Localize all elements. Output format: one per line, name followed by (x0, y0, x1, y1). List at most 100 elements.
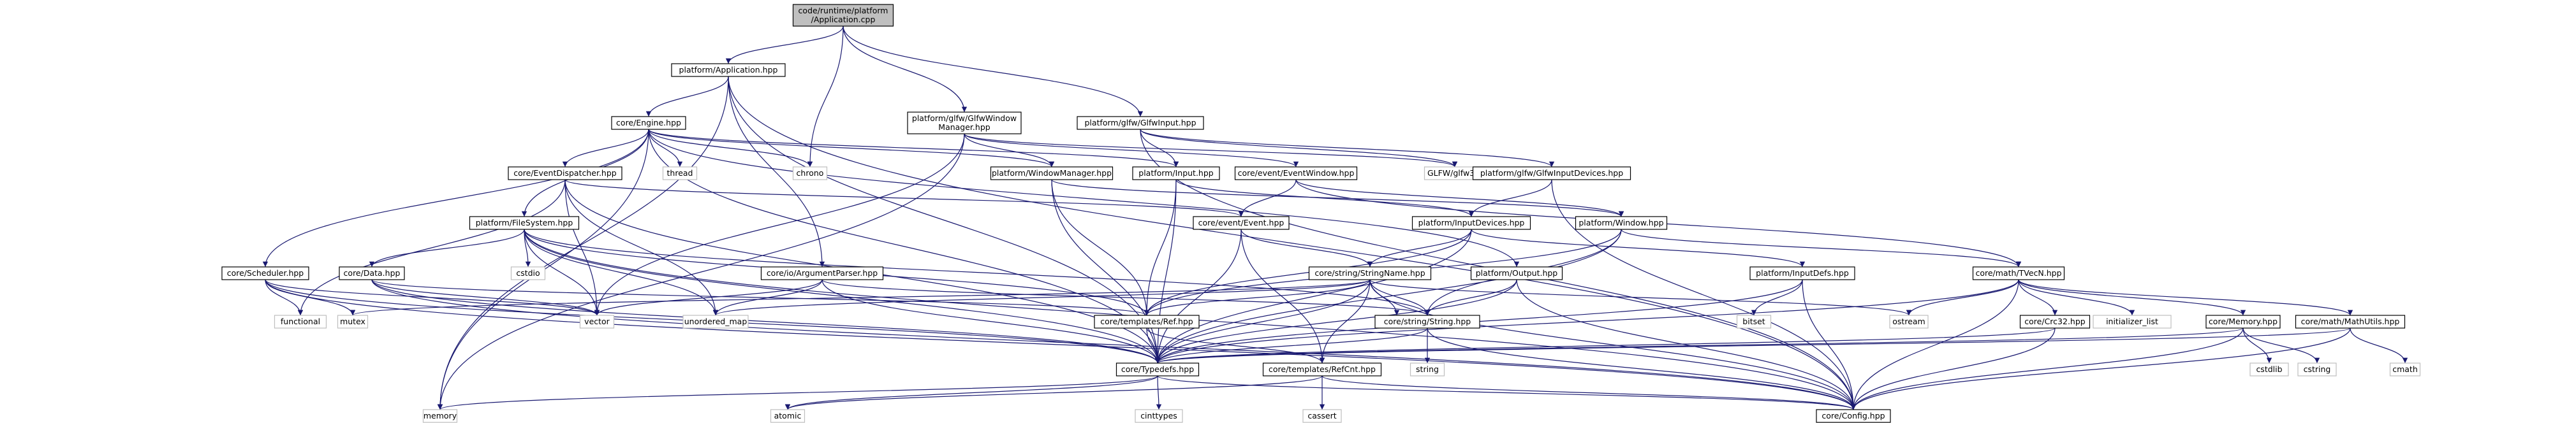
node-label: core/Config.hpp (1822, 411, 1885, 420)
node-label: platform/glfw/GlfwWindow (912, 113, 1017, 123)
edge-typedefs-to-cinttypes (1156, 375, 1162, 410)
node-mathutils[interactable]: core/math/MathUtils.hpp (2295, 315, 2406, 329)
node-event[interactable]: core/event/Event.hpp (1193, 216, 1290, 230)
node-box (508, 166, 622, 180)
edge-engine-to-event-disp (562, 129, 649, 168)
edge-stringname-to-ostream (1369, 279, 1911, 316)
edge-glfw-input-dev-to-config (1551, 179, 1857, 410)
node-argparser[interactable]: core/io/ArgumentParser.hpp (760, 266, 884, 280)
node-cstdlib: cstdlib (2249, 362, 2289, 376)
node-label: core/Scheduler.hpp (227, 268, 304, 278)
edge-wm-to-window (1051, 179, 1624, 217)
edge-root-to-app-hpp (725, 25, 844, 64)
node-refcnt[interactable]: core/templates/RefCnt.hpp (1262, 362, 1382, 376)
node-fs[interactable]: platform/FileSystem.hpp (469, 216, 580, 230)
node-label: platform/FileSystem.hpp (476, 218, 573, 227)
node-window[interactable]: platform/Window.hpp (1575, 216, 1668, 230)
node-memory-hpp[interactable]: core/Memory.hpp (2205, 315, 2281, 329)
node-box (2297, 362, 2337, 376)
edge-engine-to-scheduler (262, 129, 649, 268)
node-data[interactable]: core/Data.hpp (339, 266, 405, 280)
node-box (1816, 409, 1891, 423)
edge-scheduler-to-config (265, 279, 1856, 410)
node-output[interactable]: platform/Output.hpp (1470, 266, 1563, 280)
node-string: string (1409, 362, 1445, 376)
node-wm[interactable]: platform/WindowManager.hpp (990, 166, 1114, 180)
edge-app-hpp-to-typedefs (728, 76, 1161, 364)
edge-data-to-vector (371, 279, 600, 316)
node-ref[interactable]: core/templates/Ref.hpp (1094, 315, 1200, 329)
node-crc32[interactable]: core/Crc32.hpp (2019, 315, 2091, 329)
node-typedefs[interactable]: core/Typedefs.hpp (1115, 362, 1200, 376)
edge-typedefs-to-atomic (784, 375, 1158, 410)
edge-data-to-ref (371, 279, 1149, 316)
node-label: core/Memory.hpp (2209, 317, 2278, 326)
node-glfw-input-dev[interactable]: platform/glfw/GlfwInputDevices.hpp (1472, 166, 1631, 180)
node-label: platform/glfw/GlfwInputDevices.hpp (1480, 168, 1623, 178)
node-cstring: cstring (2297, 362, 2337, 376)
node-tvecn[interactable]: core/math/TVecN.hpp (1972, 266, 2065, 280)
node-box (469, 216, 580, 230)
node-engine[interactable]: core/Engine.hpp (611, 116, 686, 130)
node-cinttypes: cinttypes (1135, 409, 1183, 423)
edge-data-to-typedefs (371, 279, 1161, 364)
node-event-disp[interactable]: core/EventDispatcher.hpp (508, 166, 622, 180)
edge-app-hpp-to-config (728, 76, 1857, 410)
node-event-window[interactable]: core/event/EventWindow.hpp (1234, 166, 1358, 180)
edge-stringname-to-ref (1144, 279, 1371, 316)
node-box (2019, 315, 2091, 329)
edge-tvecn-to-crc32 (2018, 279, 2058, 316)
node-label: vector (584, 317, 610, 326)
node-string-hpp[interactable]: core/string/String.hpp (1374, 315, 1480, 329)
edge-argparser-to-string-hpp (821, 279, 1430, 316)
edge-tvecn-to-config (1850, 279, 2019, 410)
edge-app-hpp-to-argparser (728, 76, 825, 268)
node-box (1077, 116, 1204, 130)
node-label: core/string/String.hpp (1384, 317, 1471, 326)
edge-stringname-to-mutex (350, 279, 1371, 316)
edge-fs-to-typedefs (524, 229, 1161, 364)
edge-root-to-glfw-wm (843, 25, 968, 113)
include-edges (262, 25, 2408, 410)
node-input[interactable]: platform/Input.hpp (1132, 166, 1220, 180)
node-glfw-input[interactable]: platform/glfw/GlfwInput.hpp (1077, 116, 1204, 130)
node-inputdefs[interactable]: platform/InputDefs.hpp (1749, 266, 1855, 280)
node-box (611, 116, 686, 130)
edge-engine-to-wm (648, 129, 1055, 168)
edge-argparser-to-typedefs (821, 279, 1161, 364)
node-app-hpp[interactable]: platform/Application.hpp (671, 63, 786, 77)
edge-string-hpp-to-typedefs (1154, 327, 1428, 364)
node-label: core/templates/Ref.hpp (1100, 317, 1193, 326)
node-label: core/Crc32.hpp (2024, 317, 2085, 326)
edge-event-window-to-window (1295, 179, 1624, 217)
node-box (1575, 216, 1668, 230)
edge-ref-to-refcnt (1146, 327, 1325, 364)
node-label: core/EventDispatcher.hpp (513, 168, 617, 178)
edge-glfw-input-to-glfw3 (1140, 129, 1458, 168)
node-label: core/math/TVecN.hpp (1975, 268, 2061, 278)
edge-tvecn-to-init-list (2018, 279, 2135, 316)
node-label: memory (423, 411, 457, 420)
node-chrono: chrono (792, 166, 828, 180)
node-box (770, 409, 806, 423)
node-stringname[interactable]: core/string/StringName.hpp (1308, 266, 1432, 280)
edge-fs-to-vector (524, 229, 600, 316)
node-box (1308, 266, 1432, 280)
edge-event-disp-to-vector (564, 179, 600, 316)
edge-input-dev-to-stringname (1367, 229, 1472, 268)
node-label: mutex (340, 317, 365, 326)
edge-event-to-typedefs (1154, 229, 1242, 364)
edge-glfw-wm-to-event-window (964, 133, 1299, 168)
node-atomic: atomic (770, 409, 806, 423)
node-input-dev[interactable]: platform/InputDevices.hpp (1411, 216, 1531, 230)
edge-event-disp-to-functional (297, 179, 566, 316)
node-root[interactable]: code/runtime/platform/Application.cpp (792, 4, 894, 27)
node-box (1409, 362, 1445, 376)
node-box (1135, 409, 1183, 423)
node-scheduler[interactable]: core/Scheduler.hpp (221, 266, 309, 280)
node-label: cstring (2304, 364, 2331, 374)
include-nodes: code/runtime/platform/Application.cpp pla… (221, 4, 2421, 423)
node-config[interactable]: core/Config.hpp (1816, 409, 1891, 423)
